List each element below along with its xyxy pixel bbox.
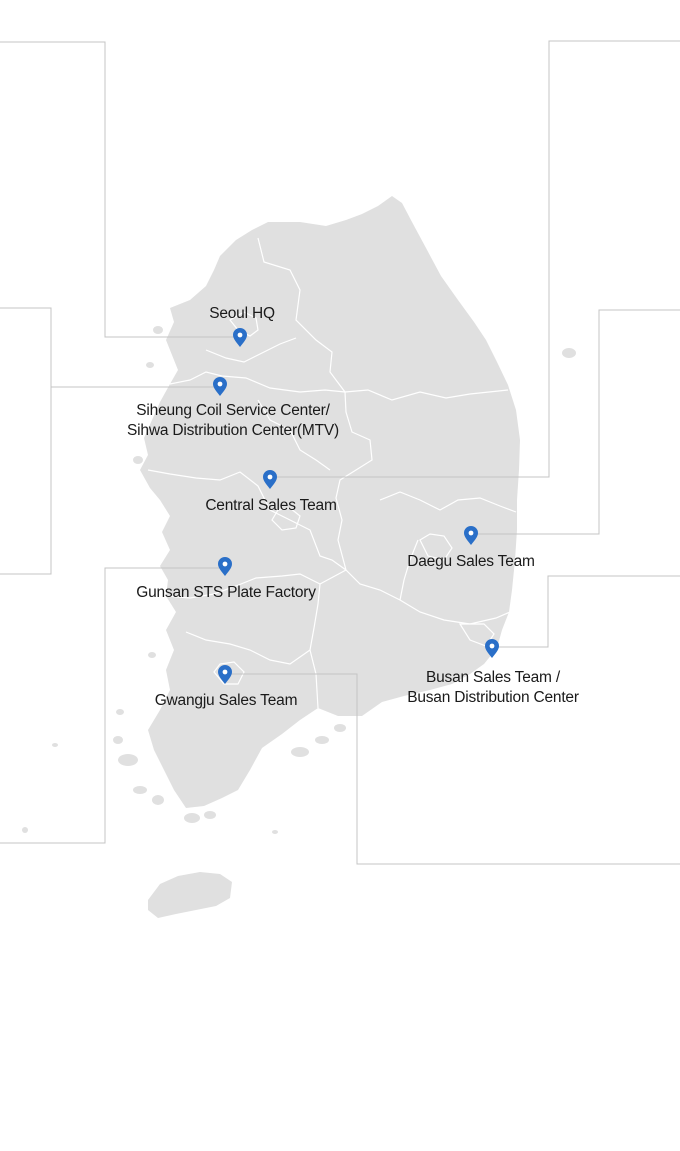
location-label-line: Sihwa Distribution Center(MTV) (127, 422, 339, 439)
location-pins (213, 328, 499, 684)
map-pin-icon[interactable] (464, 526, 478, 545)
leader-line-gunsan (0, 567, 219, 844)
location-label-line: Siheung Coil Service Center/ (136, 402, 330, 419)
location-label-line: Busan Sales Team / (426, 669, 560, 686)
leader-line-busan (498, 575, 680, 648)
map-pin-icon[interactable] (233, 328, 247, 347)
location-label-siheung[interactable]: Siheung Coil Service Center/ Sihwa Distr… (127, 401, 339, 441)
leader-line-gwangju (231, 673, 680, 865)
mainland-korea (140, 196, 520, 808)
leader-line-central (276, 40, 680, 478)
small-islands (22, 316, 346, 834)
province-borders (147, 237, 517, 709)
location-label-line: Gwangju Sales Team (154, 692, 298, 709)
leader-line-seoul (0, 41, 234, 338)
leader-line-siheung (0, 307, 214, 575)
jeju-island (148, 872, 232, 918)
map-pin-icon[interactable] (218, 665, 232, 684)
location-label-daegu[interactable]: Daegu Sales Team (407, 552, 535, 572)
location-label-seoul[interactable]: Seoul HQ (209, 304, 275, 324)
location-label-gwangju[interactable]: Gwangju Sales Team (155, 691, 298, 711)
location-label-line: Seoul HQ (209, 305, 275, 322)
ulleung-island (562, 348, 576, 358)
location-label-line: Central Sales Team (205, 497, 337, 514)
map-pin-icon[interactable] (218, 557, 232, 576)
location-label-busan[interactable]: Busan Sales Team / Busan Distribution Ce… (407, 668, 579, 708)
leader-line-daegu (477, 309, 680, 535)
location-label-central[interactable]: Central Sales Team (205, 496, 337, 516)
location-label-line: Busan Distribution Center (407, 689, 579, 706)
leader-lines (0, 40, 680, 865)
map-pin-icon[interactable] (485, 639, 499, 658)
location-label-gunsan[interactable]: Gunsan STS Plate Factory (136, 583, 316, 603)
map-pin-icon[interactable] (263, 470, 277, 489)
map-pin-icon[interactable] (213, 377, 227, 396)
location-label-line: Gunsan STS Plate Factory (136, 584, 316, 601)
location-label-line: Daegu Sales Team (407, 553, 535, 570)
